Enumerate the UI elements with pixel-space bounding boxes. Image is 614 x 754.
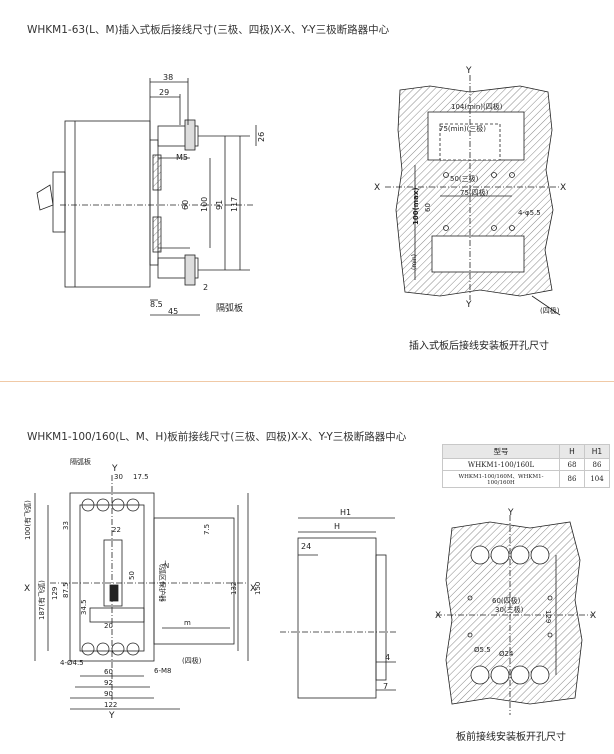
dim-hole: 4-φ5.5 [518, 209, 541, 217]
dim-100max: 100(max) [412, 187, 420, 225]
dim-87-5: 87.5 [62, 582, 70, 598]
cutout-drawing-160 [436, 515, 592, 715]
dim-100: 100 [200, 197, 209, 212]
dim-60-4p: 60(四极) [492, 596, 521, 605]
dim-45: 45 [168, 307, 178, 316]
dim-60-b: 60 [104, 668, 113, 676]
dim-91: 91 [215, 200, 224, 210]
side-view-labels-63: 38 29 M5 26 60 100 91 117 8.5 45 2 隔弧板 [150, 73, 266, 316]
cutout-labels-63: Y Y X X 104(min)(四极) 75(min)(三极) 50(三极) … [374, 66, 566, 315]
axis-x-left-3: X [435, 611, 441, 621]
dim-m5: M5 [176, 153, 188, 162]
front-view-drawing-160 [34, 475, 249, 710]
axis-y-top-2: Y [111, 464, 118, 474]
dim-90: 90 [104, 690, 113, 698]
caption-rear-wiring: 插入式板后接线安装板开孔尺寸 [409, 341, 549, 352]
side-view-drawing-63 [36, 78, 257, 316]
section-divider [0, 381, 614, 382]
section2-title: WHKM1-100/160(L、M、H)板前接线尺寸(三极、四极)X-X、Y-Y… [27, 431, 407, 443]
dim-150: 150 [254, 582, 262, 595]
dim-38: 38 [163, 73, 173, 82]
axis-x-right-3: X [590, 611, 596, 621]
spec-table: 型号 H H1 WHKM1-100/160L 68 86 WHKM1-100/1… [442, 444, 610, 488]
dim-20: 20 [104, 622, 113, 630]
dim-75min: 75(min)(三极) [439, 124, 486, 133]
dim-50: 50(三极) [450, 174, 479, 183]
dim-17-5: 17.5 [133, 473, 149, 481]
dim-26: 26 [257, 132, 266, 142]
axis-x-right: X [560, 183, 566, 193]
dim-5-5: Ø5.5 [474, 646, 491, 654]
dim-100-arc: 100(有飞弧) [23, 500, 32, 540]
dim-7: 7 [383, 682, 388, 691]
aux-label: 飞弧区保护器 [158, 560, 167, 602]
dim-60r: 60 [424, 203, 432, 212]
dim-22: 22 [112, 526, 121, 534]
axis-x-left: X [374, 183, 380, 193]
four-pole-label: (四极) [540, 306, 560, 315]
dim-129: 129 [51, 587, 59, 600]
side-view-labels-160: H1 H 24 4 7 [301, 508, 390, 691]
dim-24-dia: Ø24 [499, 650, 514, 658]
axis-y-bottom-2: Y [108, 711, 115, 721]
front-view-labels-160: 隔弧板 Y 30 17.5 X X 100(有飞弧) 187(有飞弧) 129 … [23, 457, 262, 721]
dim-24: 24 [301, 542, 311, 551]
axis-y-top: Y [465, 66, 472, 76]
table-row: WHKM1-100/160M、WHKM1-100/160H 86 104 [442, 470, 610, 488]
dim-187: 187(有飞弧) [37, 580, 46, 620]
dim-132: 132 [230, 582, 238, 595]
axis-x-right-2: X [250, 584, 256, 594]
dim-4: 4 [385, 653, 390, 662]
dim-75: 75(四极) [460, 188, 489, 197]
arc-board-label: 隔弧板 [216, 302, 243, 314]
n-label: N [164, 562, 169, 570]
dim-34-5: 34.5 [80, 599, 88, 615]
dim-129-r: 129 [544, 610, 552, 623]
caption-front-wiring: 板前接线安装板开孔尺寸 [456, 732, 566, 743]
side-view-drawing-160 [280, 517, 398, 699]
arc-board-label-2: 隔弧板 [70, 457, 91, 466]
dim-8-5: 8.5 [150, 300, 163, 309]
dim-7-5: 7.5 [203, 524, 211, 535]
dim-h: H [334, 522, 340, 531]
dim-60: 60 [181, 200, 190, 210]
dim-30-3p: 30(三极) [495, 605, 524, 614]
dim-h1: H1 [340, 508, 351, 517]
dim-92: 92 [104, 679, 113, 687]
dim-30: 30 [114, 473, 123, 481]
dim-117: 117 [230, 197, 239, 212]
dim-104: 104(min)(四极) [451, 102, 503, 111]
dim-m8: 6-M8 [154, 667, 171, 675]
axis-y-top-3: Y [507, 508, 514, 518]
dim-29: 29 [159, 88, 169, 97]
axis-y-bottom: Y [465, 300, 472, 310]
dim-50: 50 [128, 571, 136, 580]
cutout-labels-160: Y X X 30(三极) 60(四极) Ø5.5 Ø24 129 [435, 508, 596, 658]
dim-33: 33 [62, 521, 70, 530]
section1-title: WHKM1-63(L、M)插入式板后接线尺寸(三极、四极)X-X、Y-Y三极断路… [27, 24, 390, 36]
m-label: m [184, 619, 191, 627]
dim-122: 122 [104, 701, 117, 709]
cutout-drawing-63 [385, 75, 561, 316]
dim-min: (min) [411, 254, 418, 270]
dim-2: 2 [203, 283, 208, 292]
axis-x-left-2: X [24, 584, 30, 594]
dim-holes: 4-Ø4.5 [60, 659, 84, 667]
four-pole-label-2: (四极) [182, 656, 202, 665]
